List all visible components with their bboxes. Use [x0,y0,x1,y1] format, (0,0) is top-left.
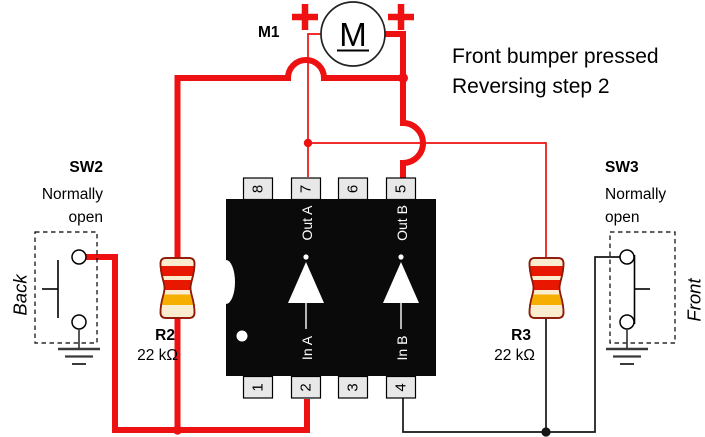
sw3-boundary-box [609,231,676,344]
sw2-ground-icon [58,329,100,365]
wire-outA-node-to-r3-top [303,138,547,258]
pin-number-2: 2 [298,383,315,391]
sw2-state-line1: Normally [42,186,103,203]
pin-number-6: 6 [345,185,362,193]
direction-label-front: Front [684,278,705,322]
plus-terminal-left-icon [292,4,318,30]
junction-dot-outA [303,138,313,148]
sw2-ref-label: SW2 [69,159,103,176]
label-in-b: In B [394,336,410,361]
switch-sw2 [34,231,100,365]
sw3-contact-top [619,249,635,265]
junction-dot-inB [541,427,551,437]
r2-band-2 [160,280,195,290]
motor-symbol: M [339,16,367,53]
r3-band-2 [529,280,564,290]
motor-ref-label: M1 [258,24,280,41]
switch-sw3 [606,231,676,365]
buffer-a-output-dot [303,254,309,260]
pin-number-1: 1 [250,383,267,391]
r3-value-label: 22 kΩ [494,347,535,364]
wire-motor-right-to-pin5 [383,31,426,178]
caption-line-2: Reversing step 2 [452,75,610,98]
r3-ref-label: R3 [511,327,531,344]
wire-active-path [80,31,426,435]
resistor-r3 [528,257,565,319]
sw2-state-line2: open [69,209,103,226]
pin-number-7: 7 [298,185,315,193]
sw2-contact-top [71,249,87,265]
resistor-r2 [159,257,196,319]
pin-number-3: 3 [345,383,362,391]
buffer-b-triangle-icon [383,262,419,303]
pin-box-3 [337,375,369,399]
pin-box-2 [290,375,322,399]
motor-m1: M [292,1,414,67]
wire-pin4-to-sw3 [402,256,620,437]
junction-dot-r2-bottom [172,425,183,435]
caption-line-1: Front bumper pressed [452,45,659,68]
sw2-boundary-box [34,231,98,344]
direction-label-back: Back [10,273,31,316]
pin-box-4 [385,375,417,399]
buffer-b: Out B In B [383,205,419,360]
pin-number-8: 8 [250,185,267,193]
wire-r2-to-motor-node [174,57,403,433]
sw3-contact-bottom [619,314,635,330]
sw3-state-line2: open [605,209,639,226]
r2-band-1 [160,266,195,276]
ic-chip: 8 7 6 5 1 2 3 4 Out A In A Out B I [217,177,436,399]
label-in-a: In A [299,335,315,360]
buffer-a: Out A In A [288,205,324,360]
wire-sw2-to-pin2 [80,254,310,433]
r3-band-1 [529,266,564,276]
label-out-b: Out B [394,205,410,241]
pin-number-5: 5 [393,185,410,193]
pin-number-4: 4 [393,383,410,391]
r2-ref-label: R2 [155,327,175,344]
chip-pin1-dot [236,330,248,342]
sw3-ground-icon [606,329,648,365]
wire-motor-left-to-pin7 [307,33,321,177]
chip-notch [217,260,235,304]
r3-band-3 [529,294,564,305]
sw3-ref-label: SW3 [605,159,639,176]
r2-band-3 [160,294,195,305]
sw3-state-line1: Normally [605,186,666,203]
label-out-a: Out A [299,205,315,241]
buffer-a-triangle-icon [288,262,324,303]
buffer-b-output-dot [398,254,404,260]
sw2-contact-bottom [71,314,87,330]
junction-dot-motor-right [398,73,408,83]
pin-box-1 [242,375,274,399]
r2-value-label: 22 kΩ [137,347,178,364]
plus-terminal-right-icon [388,4,414,30]
